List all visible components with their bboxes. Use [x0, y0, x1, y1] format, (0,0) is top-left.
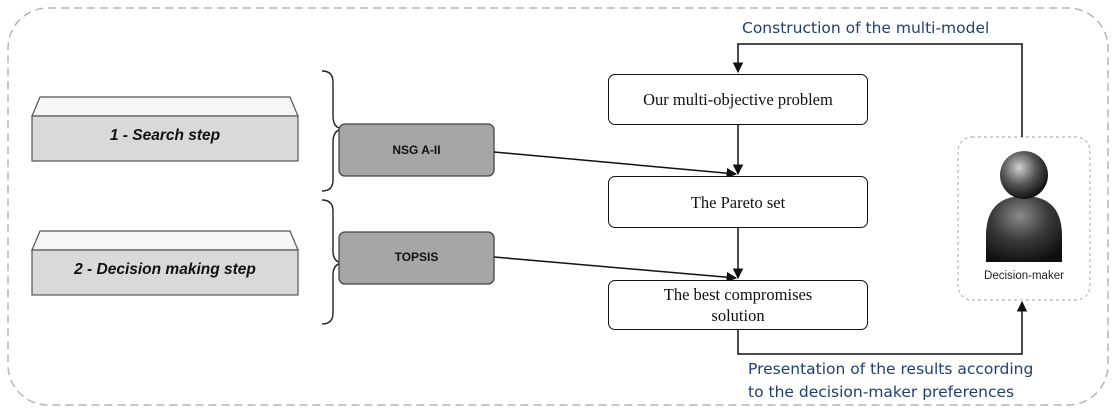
nsga-box — [338, 123, 495, 177]
top-feedback-label: Construction of the multi-model — [742, 19, 990, 37]
decision-step-label: 2 - Decision making step — [74, 261, 256, 278]
search-step-label: 1 - Search step — [109, 127, 221, 144]
decision-step-shape — [31, 230, 299, 296]
bottom-feedback-label-line2: to the decision-maker preferences — [748, 383, 1015, 401]
outer-dashed-frame — [7, 7, 1109, 406]
search-step-shape — [31, 96, 299, 162]
person-icon — [986, 151, 1062, 262]
topsis-label: TOPSIS — [394, 250, 439, 264]
topsis-arrow — [493, 256, 738, 283]
nsga-label: NSG A-II — [392, 143, 441, 157]
solution-box: The best compromises solution — [608, 280, 868, 330]
decision-maker-frame — [957, 136, 1091, 301]
bottom-feedback-arrow — [737, 300, 1028, 355]
top-feedback-arrow — [732, 43, 1023, 137]
nsga-arrow — [493, 151, 738, 179]
pareto-box: The Pareto set — [608, 176, 868, 228]
problem-box: Our multi-objective problem — [608, 74, 868, 125]
bottom-feedback-label-line1: Presentation of the results according — [748, 360, 1034, 378]
decision-maker-label: Decision-maker — [984, 270, 1064, 282]
topsis-box — [338, 231, 495, 285]
